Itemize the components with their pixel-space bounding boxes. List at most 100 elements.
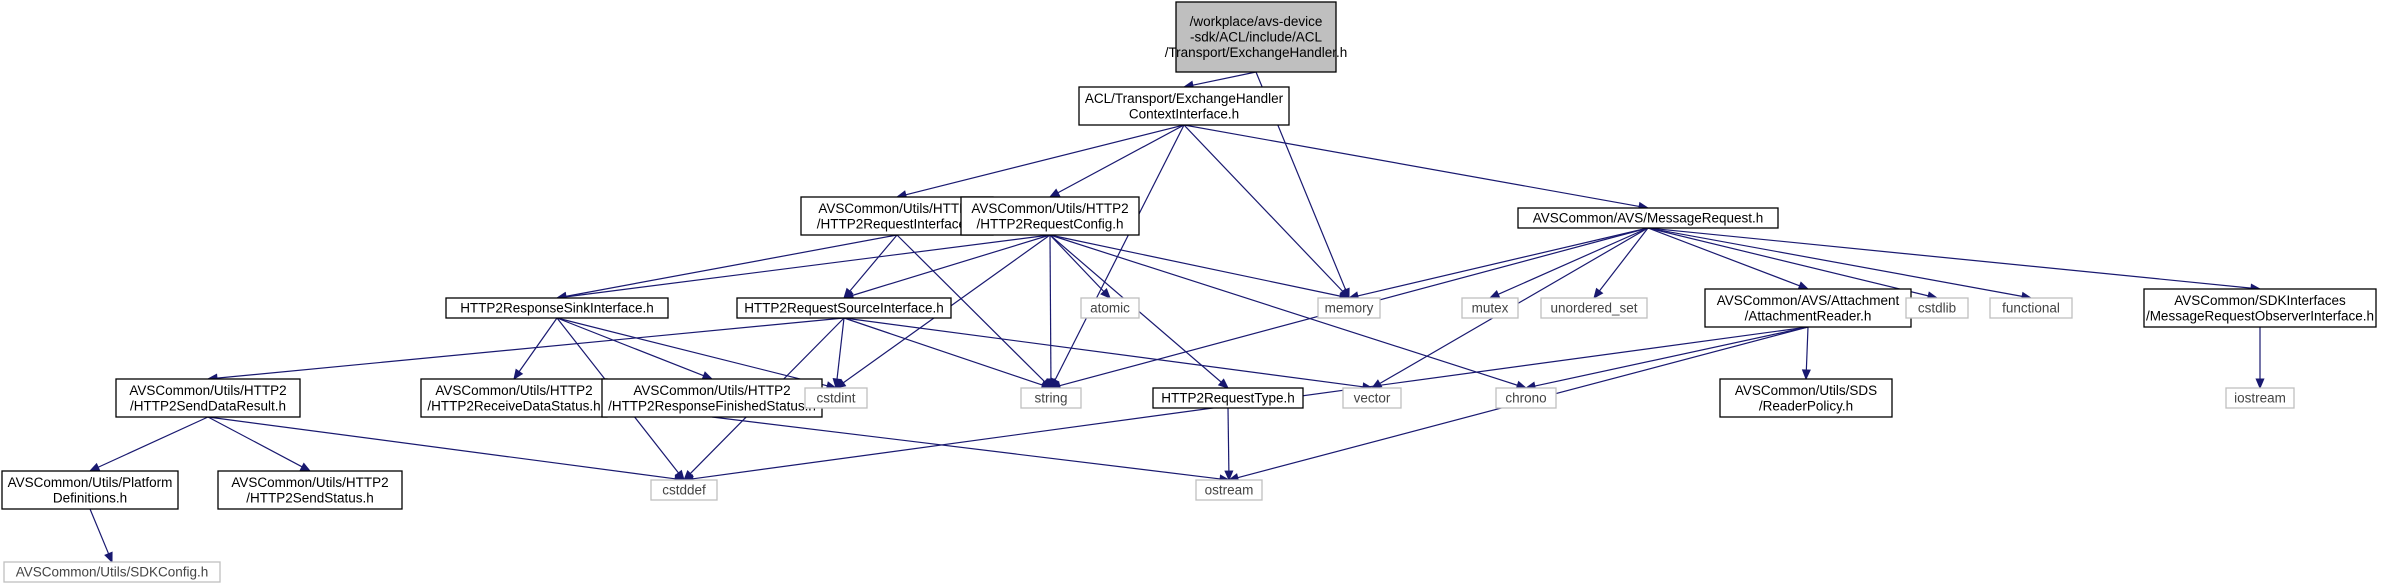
edge-mreq-to-uset [1593, 227, 1649, 300]
node-label-line: cstdlib [1918, 301, 1956, 316]
node-label-line: mutex [1472, 301, 1509, 316]
node-box [804, 387, 868, 409]
edge-h2rsrc-to-string [843, 317, 1053, 390]
edge-arrowhead [1797, 281, 1810, 290]
edge-h2rt-to-ostream [1224, 407, 1234, 482]
node-h2ss[interactable]: AVSCommon/Utils/HTTP2/HTTP2SendStatus.h [217, 470, 403, 510]
node-h2rsrc[interactable]: HTTP2RequestSourceInterface.h [736, 297, 952, 319]
node-box [3, 561, 221, 583]
edge-ehci-to-h2ri [895, 124, 1185, 200]
node-label-line: AVSCommon/Utils/SDKConfig.h [16, 565, 209, 580]
edge-h2rc-to-string [1046, 234, 1056, 390]
edge-line [1049, 234, 1341, 297]
edge-line [1049, 234, 1105, 292]
node-label-line: ACL/Transport/ExchangeHandler [1085, 91, 1284, 106]
node-label-line: /MessageRequestObserverInterface.h [2146, 308, 2374, 323]
edge-arrowhead [1046, 378, 1056, 390]
node-box [2225, 387, 2295, 409]
edge-line [89, 508, 110, 554]
node-mreq[interactable]: AVSCommon/AVS/MessageRequest.h [1517, 207, 1779, 229]
node-box [115, 378, 301, 418]
node-label-line: /AttachmentReader.h [1745, 308, 1872, 323]
node-iostream: iostream [2225, 387, 2295, 409]
node-h2rds[interactable]: AVSCommon/Utils/HTTP2/HTTP2ReceiveDataSt… [420, 378, 608, 418]
edge-h2rsrc-to-cstdint [832, 317, 845, 390]
node-box [1020, 387, 1082, 409]
node-label-line: AVSCommon/Utils/HTTP2 [129, 383, 286, 398]
edge-h2rsink-to-h2rds [513, 317, 558, 381]
node-label-line: HTTP2ResponseSinkInterface.h [460, 301, 654, 316]
node-box [1704, 288, 1912, 328]
node-attrd[interactable]: AVSCommon/AVS/Attachment/AttachmentReade… [1704, 288, 1912, 328]
node-box [1080, 297, 1140, 319]
edge-pdef-to-sdkc [89, 508, 113, 564]
node-label-line: /Transport/ExchangeHandler.h [1165, 45, 1348, 60]
node-box [1, 470, 179, 510]
node-h2rfs[interactable]: AVSCommon/Utils/HTTP2/HTTP2ResponseFinis… [601, 378, 823, 418]
edge-h2sdr-to-pdef [88, 416, 209, 472]
node-box [1719, 378, 1893, 418]
edges-layer [88, 71, 2265, 564]
node-memory: memory [1317, 297, 1381, 319]
node-label-line: AVSCommon/SDKInterfaces [2174, 293, 2346, 308]
node-label-line: AVSCommon/AVS/Attachment [1717, 293, 1900, 308]
node-label-line: ostream [1205, 483, 1254, 498]
node-box [2143, 288, 2377, 328]
node-label-line: AVSCommon/Utils/HTTP2 [818, 201, 975, 216]
edge-line [843, 317, 1364, 388]
node-mroi[interactable]: AVSCommon/SDKInterfaces/MessageRequestOb… [2143, 288, 2377, 328]
node-box [1989, 297, 2073, 319]
edge-mroi-to-iostream [2255, 327, 2265, 390]
edge-mreq-to-mroi [1647, 227, 2262, 293]
node-rpol[interactable]: AVSCommon/Utils/SDS/ReaderPolicy.h [1719, 378, 1893, 418]
edge-arrowhead [1801, 369, 1811, 381]
edge-line [1049, 234, 1052, 380]
node-vector: vector [1342, 387, 1402, 409]
node-label-line: /HTTP2SendStatus.h [246, 490, 374, 505]
node-box [1078, 86, 1290, 126]
node-box [1461, 297, 1519, 319]
edge-line [1647, 227, 1929, 297]
node-cstdint: cstdint [804, 387, 868, 409]
edge-line [518, 317, 558, 372]
edge-line [1647, 227, 1800, 287]
edge-h2rc-to-h2rsink [555, 234, 1051, 302]
node-h2sdr[interactable]: AVSCommon/Utils/HTTP2/HTTP2SendDataResul… [115, 378, 301, 418]
node-box [960, 196, 1140, 236]
node-ehci[interactable]: ACL/Transport/ExchangeHandlerContextInte… [1078, 86, 1290, 126]
edge-line [852, 234, 1051, 296]
edge-h2rfs-to-ostream [711, 416, 1231, 484]
node-label-line: -sdk/ACL/include/ACL [1190, 30, 1323, 45]
edge-arrowhead [1488, 289, 1501, 299]
node-chrono: chrono [1495, 387, 1557, 409]
edge-arrowhead [513, 368, 524, 381]
node-label-line: /HTTP2RequestInterface.h [817, 216, 978, 231]
edge-line [1599, 227, 1649, 292]
node-label-line: AVSCommon/Utils/HTTP2 [231, 475, 388, 490]
edge-line [556, 317, 828, 387]
edge-line [565, 234, 1051, 298]
edge-line [1054, 124, 1185, 381]
node-label-line: cstddef [662, 483, 706, 498]
node-label-line: AVSCommon/Utils/Platform [8, 475, 173, 490]
edge-arrowhead [1217, 378, 1229, 389]
node-h2rc[interactable]: AVSCommon/Utils/HTTP2/HTTP2RequestConfig… [960, 196, 1140, 236]
node-label-line: Definitions.h [53, 490, 127, 505]
node-label-line: HTTP2RequestSourceInterface.h [744, 301, 944, 316]
edge-arrowhead [701, 371, 714, 380]
edge-h2rsrc-to-h2sdr [206, 317, 845, 383]
node-string: string [1020, 387, 1082, 409]
edge-line [207, 416, 303, 468]
node-h2rsink[interactable]: HTTP2ResponseSinkInterface.h [445, 297, 669, 319]
node-h2rt[interactable]: HTTP2RequestType.h [1152, 387, 1304, 409]
edge-line [556, 317, 704, 377]
edge-line [565, 234, 898, 297]
node-root[interactable]: /workplace/avs-device-sdk/ACL/include/AC… [1165, 1, 1348, 73]
node-mutex: mutex [1461, 297, 1519, 319]
edge-arrowhead [88, 462, 101, 472]
edge-ehci-to-h2rc [1048, 124, 1185, 198]
node-ostream: ostream [1195, 479, 1263, 501]
